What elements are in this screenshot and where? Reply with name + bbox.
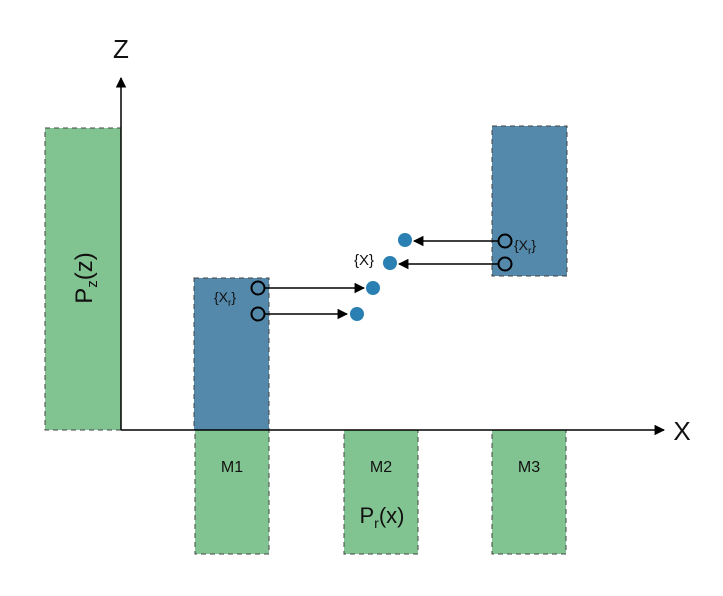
m3-mapped-region [491,125,568,277]
generated-point-4 [350,307,364,321]
m1-mode-bar [194,429,270,555]
xr-left-sample-1 [250,280,266,296]
x-set-label: {X} [354,252,374,269]
generated-point-1 [398,233,412,247]
pz-distribution-bar [44,127,122,431]
xr-right-sample-2 [497,256,513,272]
m3-label: M3 [518,459,540,476]
z-axis-label: Z [113,34,129,64]
generated-point-3 [366,281,380,295]
m2-label: M2 [370,459,392,476]
pz-label: Pz(z) [71,252,101,304]
m2-mode-bar [343,429,419,555]
xr-left-label: {Xr} [214,289,236,309]
xr-left-sample-2 [250,306,266,322]
m3-mode-bar [491,429,567,555]
xr-right-label: {Xr} [514,237,536,257]
generated-point-2 [383,256,397,270]
m1-mapped-region [193,277,270,431]
xr-right-sample-1 [497,233,513,249]
x-axis-label: X [673,416,690,446]
m1-label: M1 [221,459,243,476]
pr-label: Pr(x) [359,503,404,531]
